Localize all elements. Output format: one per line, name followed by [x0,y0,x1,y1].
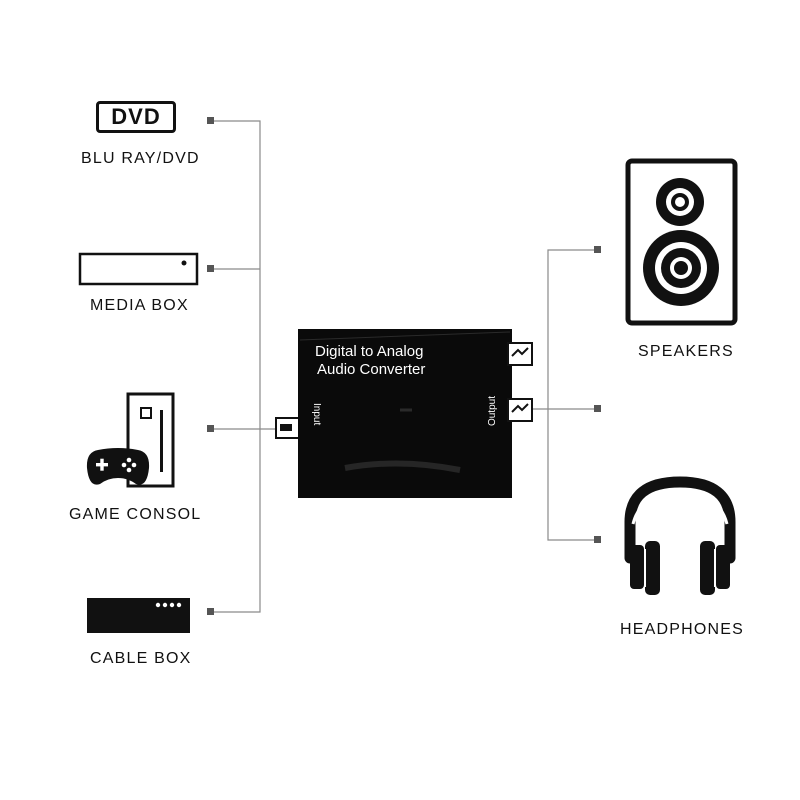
cable-box-icon [87,598,190,633]
connector-dot-headphones [594,536,601,543]
rca-output-port-right [507,398,533,422]
source-label-game-console: GAME CONSOLI [69,506,202,523]
media-box-icon [78,252,199,286]
speaker-icon [625,158,738,326]
connector-dot-media-box [207,265,214,272]
connector-dot-dvd [207,117,214,124]
headphones-icon [624,476,736,595]
source-label-media-box: MEDIA BOX [90,297,189,314]
output-connectors [530,249,597,541]
source-connectors [212,120,276,613]
output-label-speakers: SPEAKERS [638,343,734,360]
source-label-cable-box: CABLE BOX [90,650,192,667]
converter-title-line2: Audio Converter [317,361,426,378]
connector-dot-middle [594,405,601,412]
converter-input-label: Input [311,403,322,426]
connector-dot-speakers [594,246,601,253]
converter-title-line1: Digital to Analog [315,343,424,360]
converter-device [275,329,533,498]
source-label-blu-ray-dvd: BLU RAY/DVD [81,150,200,167]
converter-output-label: Output [487,396,498,427]
dvd-player-icon: DVD [96,101,176,133]
output-label-headphones: HEADPHONES [620,621,745,638]
output-connector-ends [594,246,601,543]
dvd-badge-text: DVD [111,104,161,129]
game-console-icon [86,392,175,488]
source-connector-ends [207,117,214,615]
connector-dot-game-console [207,425,214,432]
connector-dot-cable-box [207,608,214,615]
rca-output-port-left [507,342,533,366]
